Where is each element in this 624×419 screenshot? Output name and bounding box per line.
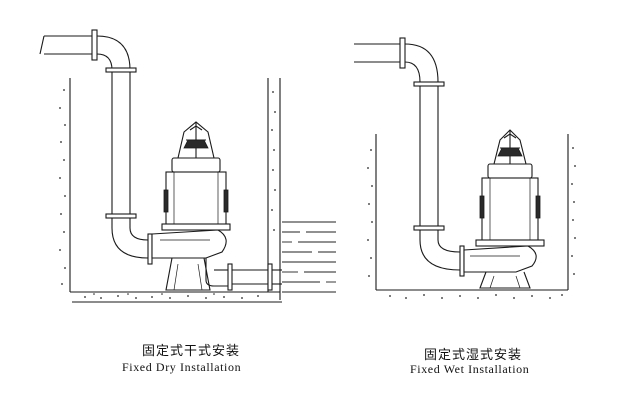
dry-caption-zh: 固定式干式安装: [142, 344, 241, 359]
dry-caption-en: Fixed Dry Installation: [122, 360, 242, 374]
wet-caption-zh: 固定式湿式安装: [424, 348, 523, 363]
dry-pit: [59, 78, 282, 303]
wet-pump: [463, 129, 545, 289]
dry-pump: [151, 121, 282, 291]
wet-discharge-pipe: [354, 37, 465, 277]
dry-installation-diagram: [39, 29, 336, 303]
wet-installation-diagram: [354, 37, 576, 299]
dry-discharge-pipe: [39, 29, 153, 265]
wet-caption-en: Fixed Wet Installation: [410, 362, 530, 376]
wet-pit: [367, 134, 576, 299]
dry-wet-well-water: [282, 221, 336, 293]
